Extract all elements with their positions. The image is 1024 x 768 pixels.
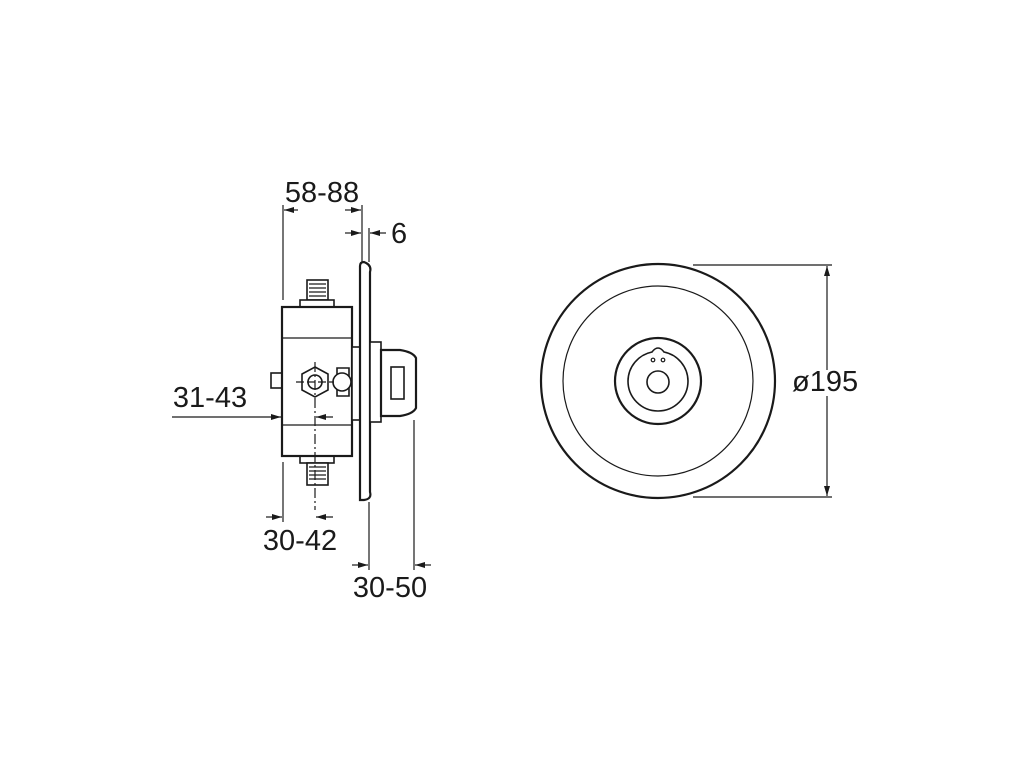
indicator-dot [650,357,656,363]
dim-30-50: 30-50 [353,572,427,604]
side-dimensions: 58-88 6 31-43 30-42 30-50 [172,177,431,604]
diameter-dimension: ø195 [693,264,858,498]
dim-31-43: 31-43 [173,382,247,414]
side-view [270,260,418,510]
top-thread [306,279,329,301]
dim-58-88: 58-88 [285,177,359,209]
bottom-thread [306,462,329,486]
front-view [539,262,777,500]
knob-grip [390,366,405,400]
dim-6: 6 [391,218,407,250]
indicator-dot [660,357,666,363]
cover-plate [358,260,372,502]
plate-inner-ring [562,285,754,477]
dim-diameter-195: ø195 [792,366,858,398]
knob-hole [646,370,670,394]
bottom-thread-lines [309,466,326,480]
port-bore [332,372,352,392]
side-stub [270,372,283,389]
collar [369,341,382,423]
top-thread-lines [309,283,326,297]
dim-30-42: 30-42 [263,525,337,557]
